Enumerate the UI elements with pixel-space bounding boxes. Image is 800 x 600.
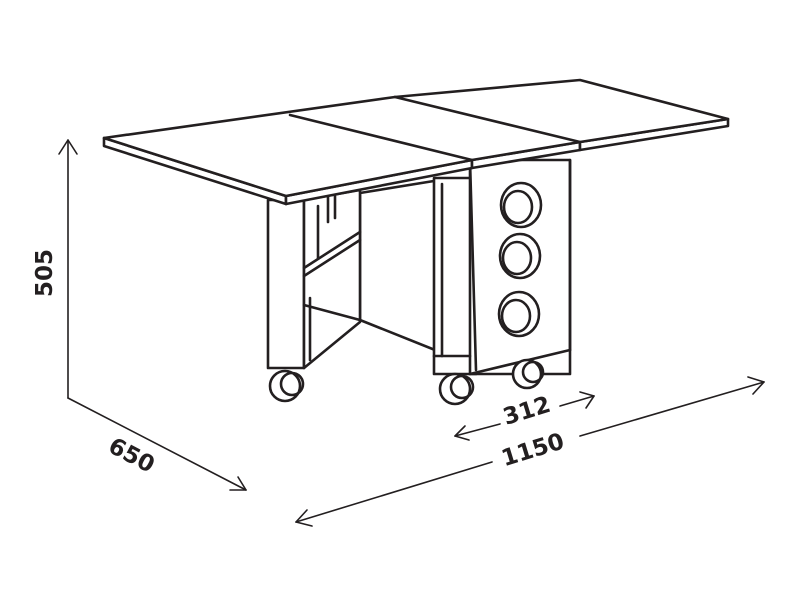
table-top-surface: [102, 78, 730, 198]
cabinet-hole-bottom: [497, 290, 541, 338]
dimension-cabinet-width: 312: [454, 391, 595, 441]
left-support: [266, 188, 362, 370]
dimension-depth: 650: [67, 397, 247, 491]
dimension-height: 505: [32, 139, 78, 399]
back-panel: [358, 178, 442, 354]
folding-table: [102, 78, 730, 406]
cabinet-width-label: 312: [500, 392, 554, 431]
table-top: [102, 78, 730, 206]
cabinet-hole-middle: [498, 232, 542, 280]
caster-center: [438, 372, 475, 406]
cabinet-hole-top: [499, 181, 543, 229]
height-label: 505: [32, 249, 58, 297]
caster-left: [268, 369, 305, 403]
cabinet: [432, 158, 572, 376]
length-label: 1150: [499, 429, 568, 473]
caster-right: [511, 358, 545, 390]
